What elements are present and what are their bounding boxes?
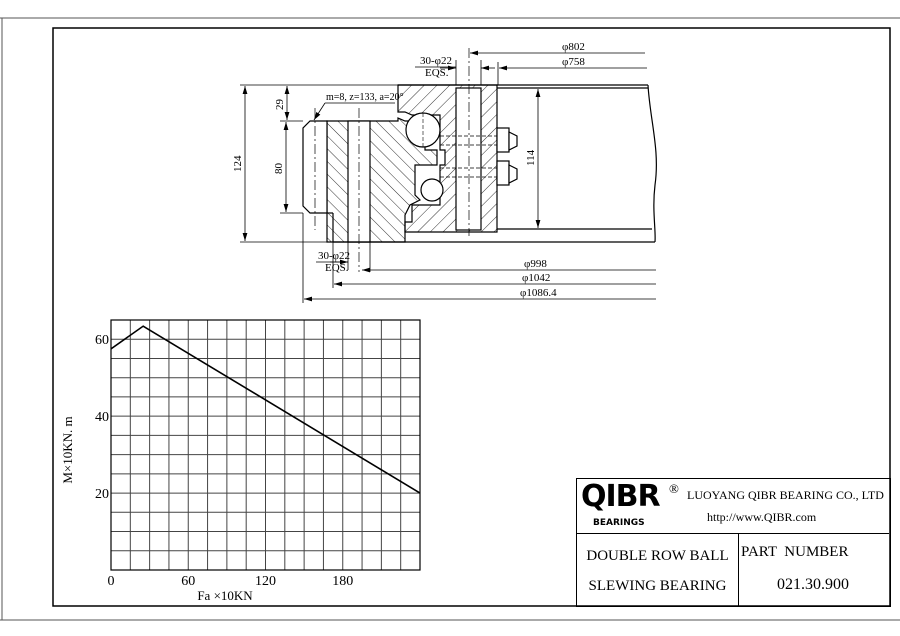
- y-tick-label: 40: [95, 410, 109, 425]
- dim-d1042: φ1042: [522, 272, 550, 284]
- dim-eqs-top: EQS.: [425, 67, 449, 79]
- dimension-lines: [240, 50, 656, 303]
- logo-sub: BEARINGS: [593, 518, 645, 528]
- bearing-cross-section: [302, 48, 657, 272]
- dim-d1086: φ1086.4: [520, 287, 557, 299]
- x-tick-label: 180: [332, 574, 353, 589]
- series-line: [110, 325, 421, 494]
- dim-29: 29: [274, 99, 286, 111]
- logo-registered: ®: [669, 481, 679, 496]
- product-line2: SLEWING BEARING: [588, 578, 727, 594]
- plot-area: [110, 319, 421, 571]
- dim-holes-top: 30-φ22: [420, 55, 452, 67]
- x-axis-label: Fa ×10KN: [197, 588, 253, 603]
- logo: QIBR: [581, 479, 661, 514]
- y-axis-label: M×10KN. m: [60, 416, 75, 483]
- dim-124: 124: [232, 155, 244, 172]
- x-tick-label: 120: [255, 574, 276, 589]
- dim-114: 114: [525, 149, 537, 166]
- dim-d758: φ758: [562, 56, 585, 68]
- dim-d802: φ802: [562, 41, 585, 53]
- y-tick-label: 20: [95, 487, 109, 502]
- part-cell: PART NUMBER 021.30.900: [739, 534, 889, 606]
- dim-eqs-bottom: EQS.: [325, 262, 349, 274]
- dim-80: 80: [273, 163, 285, 175]
- part-number: 021.30.900: [777, 576, 849, 593]
- dim-d998: φ998: [524, 258, 547, 270]
- company-website: http://www.QIBR.com: [707, 510, 817, 524]
- title-block: QIBR ® BEARINGS LUOYANG QIBR BEARING CO.…: [576, 478, 891, 607]
- gear-spec: m=8, z=133, a=20°: [326, 92, 404, 103]
- company-cell: QIBR ® BEARINGS LUOYANG QIBR BEARING CO.…: [577, 479, 889, 534]
- dim-holes-bottom: 30-φ22: [318, 250, 350, 262]
- drawing-frame: [52, 27, 891, 607]
- part-label: PART NUMBER: [741, 544, 849, 560]
- x-tick-label: 60: [181, 574, 195, 589]
- y-tick-label: 60: [95, 333, 109, 348]
- product-cell: DOUBLE ROW BALL SLEWING BEARING: [577, 534, 739, 606]
- product-line1: DOUBLE ROW BALL: [586, 548, 729, 564]
- company-name: LUOYANG QIBR BEARING CO., LTD: [687, 488, 884, 502]
- x-tick-label: 0: [108, 574, 115, 589]
